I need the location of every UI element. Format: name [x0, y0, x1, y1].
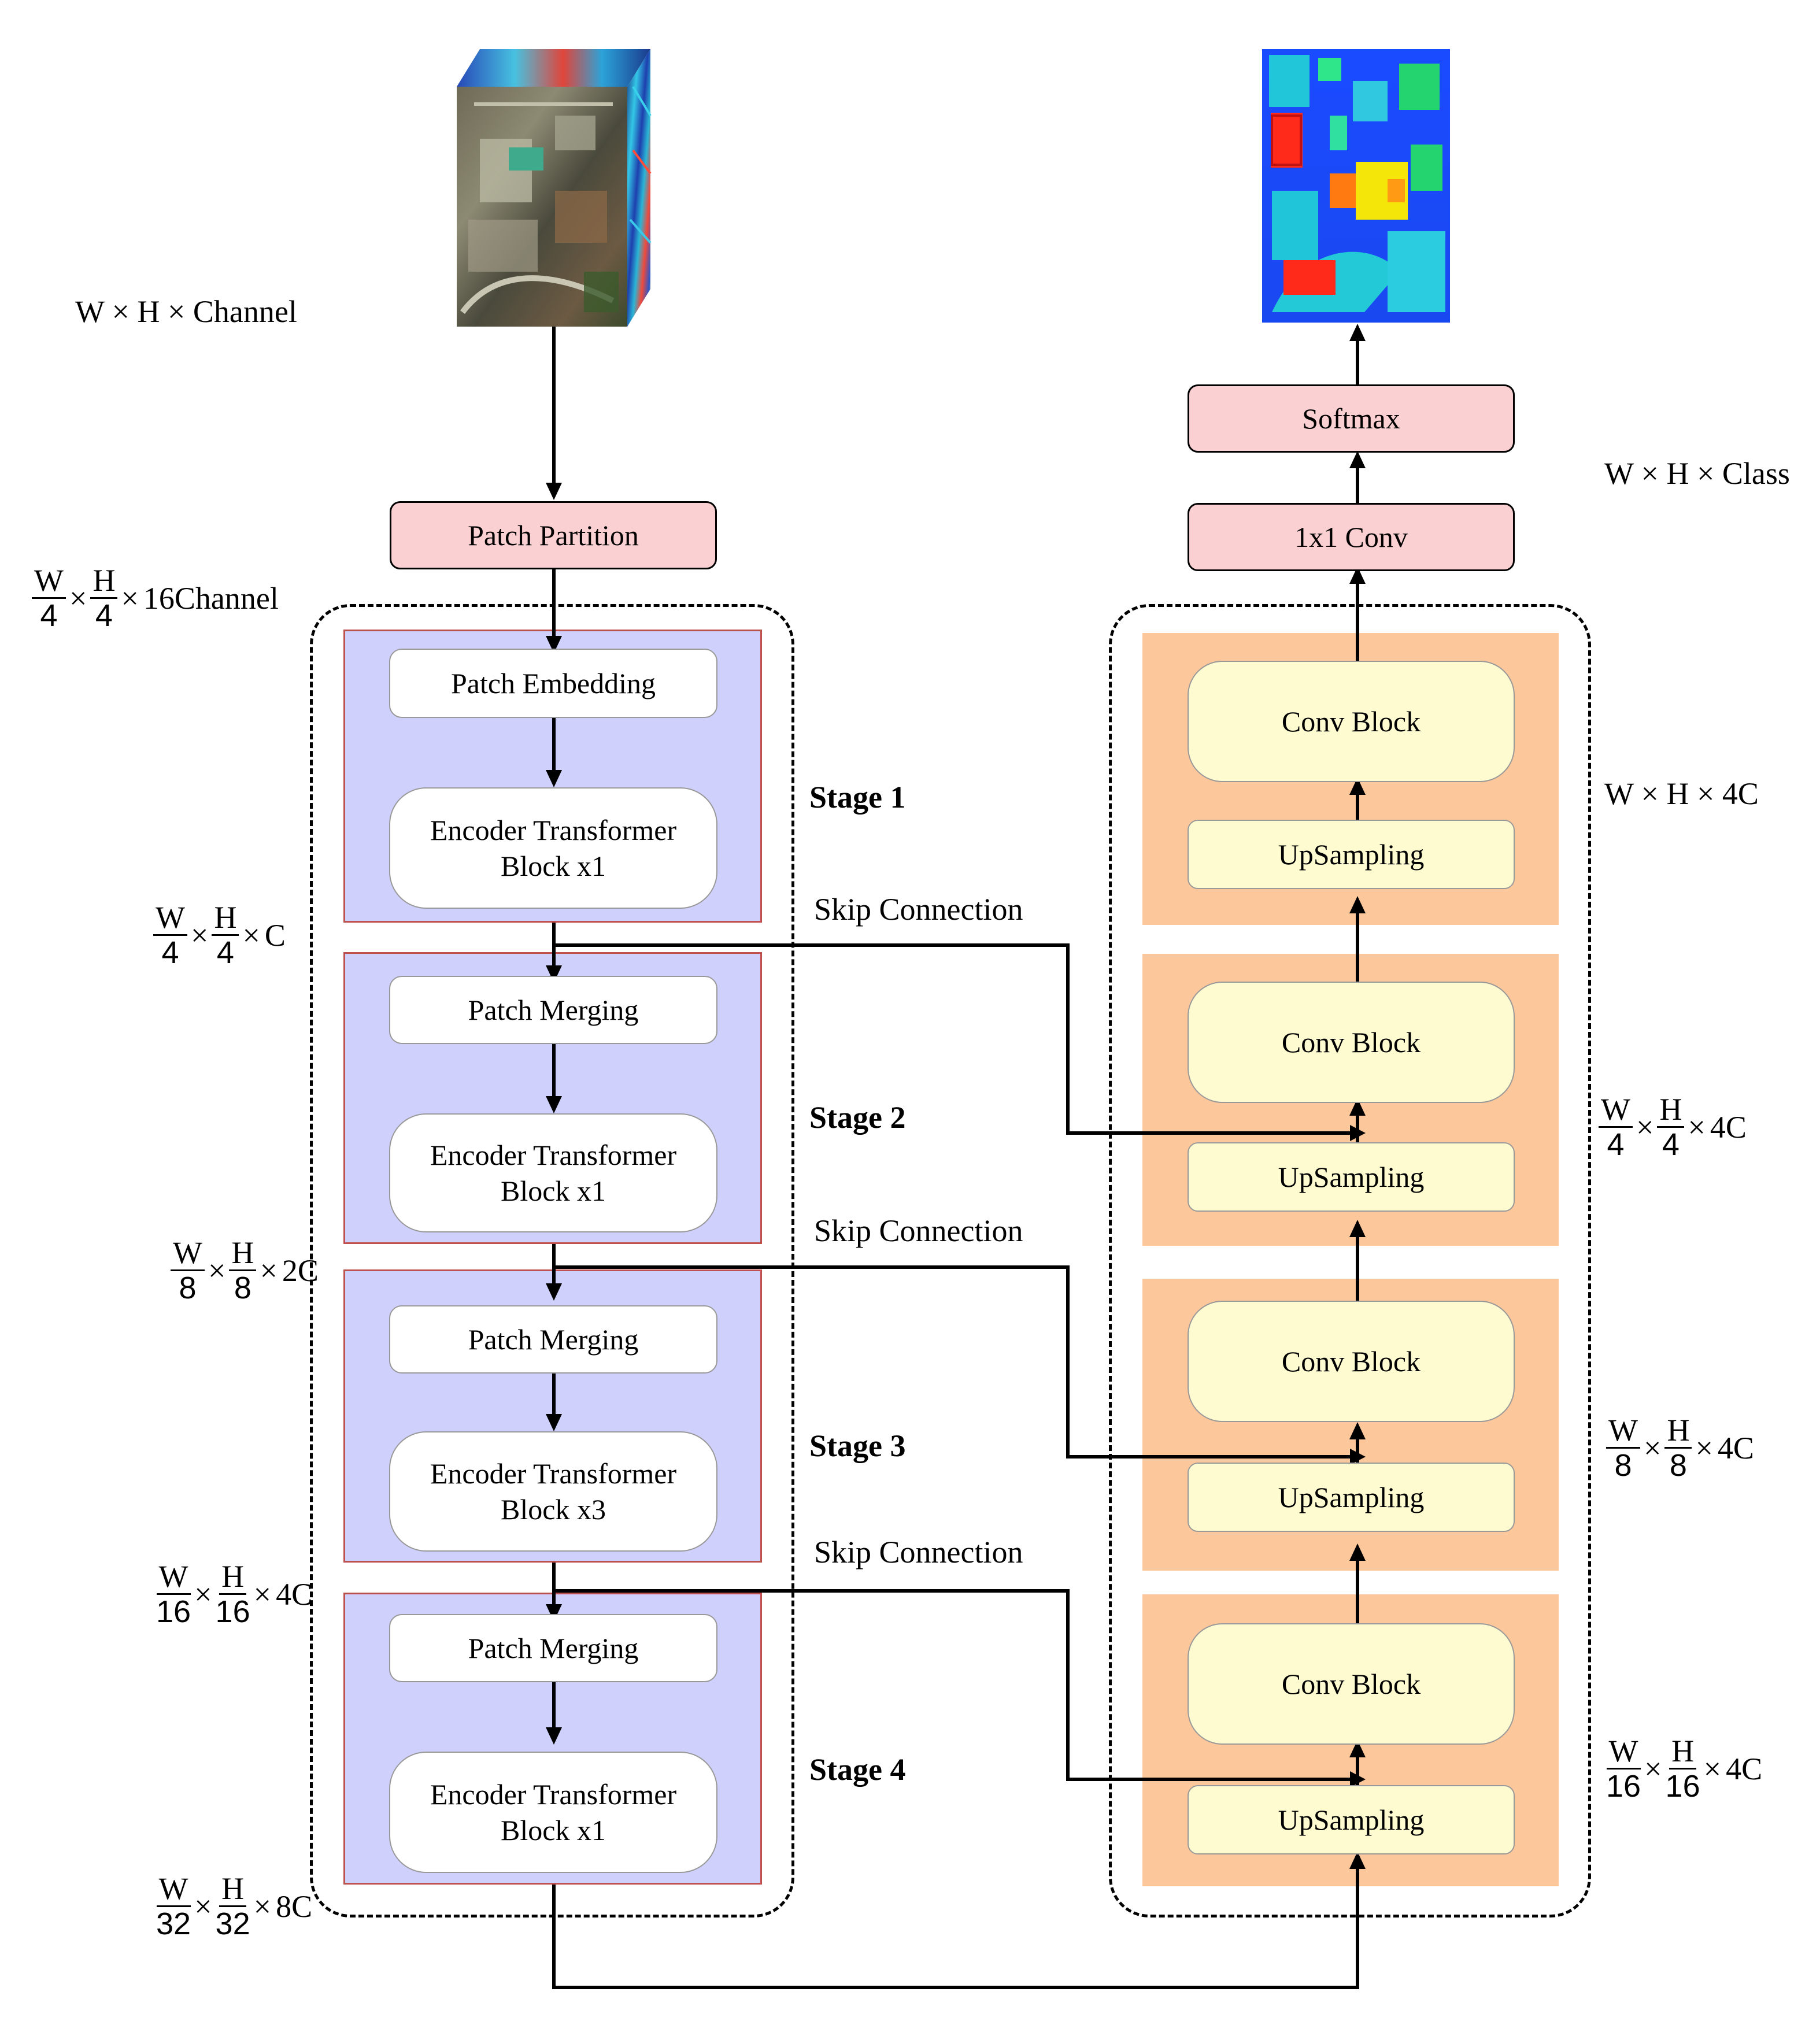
- dim-output: W × H × Class: [1604, 456, 1790, 491]
- upsampling-1-label: UpSampling: [1278, 838, 1425, 871]
- upsampling-1: UpSampling: [1188, 820, 1515, 889]
- upsampling-4-label: UpSampling: [1278, 1804, 1425, 1836]
- output-classification-map: [1262, 49, 1450, 323]
- stage-1-label: Stage 1: [809, 780, 906, 815]
- patch-merging-node-4: Patch Merging: [389, 1614, 717, 1682]
- skip-connection-label-3: Skip Connection: [814, 1535, 1023, 1569]
- stage-3-label: Stage 3: [809, 1428, 906, 1463]
- dim-decoder-1: W × H × 4C: [1604, 776, 1759, 811]
- stage-3-block-line2: Block x3: [501, 1493, 606, 1526]
- stage-4-top-label: Patch Merging: [468, 1632, 639, 1664]
- patch-merging-node-2: Patch Merging: [389, 976, 717, 1044]
- stage-1-block-line1: Encoder Transformer: [430, 814, 677, 846]
- patch-embedding-node: Patch Embedding: [389, 649, 717, 718]
- stage-1-top-label: Patch Embedding: [450, 667, 656, 699]
- stage-4-block-line2: Block x1: [501, 1814, 606, 1846]
- skip-connection-label-2: Skip Connection: [814, 1213, 1023, 1248]
- conv-block-3: Conv Block: [1188, 1301, 1515, 1422]
- patch-partition-node: Patch Partition: [390, 501, 717, 569]
- conv-block-1: Conv Block: [1188, 661, 1515, 782]
- stage-4-block-line1: Encoder Transformer: [430, 1778, 677, 1811]
- stage-4-label: Stage 4: [809, 1752, 906, 1787]
- stage-3-top-label: Patch Merging: [468, 1323, 639, 1356]
- conv1x1-label: 1x1 Conv: [1294, 521, 1408, 553]
- softmax-node: Softmax: [1188, 384, 1515, 453]
- skip-connection-label-1: Skip Connection: [814, 892, 1023, 927]
- conv1x1-node: 1x1 Conv: [1188, 503, 1515, 571]
- conv-block-3-label: Conv Block: [1281, 1345, 1421, 1378]
- upsampling-4: UpSampling: [1188, 1785, 1515, 1854]
- conv-block-2-label: Conv Block: [1281, 1026, 1421, 1058]
- conv-block-1-label: Conv Block: [1281, 705, 1421, 738]
- upsampling-2-label: UpSampling: [1278, 1161, 1425, 1193]
- upsampling-3: UpSampling: [1188, 1463, 1515, 1532]
- stage-2-block-line2: Block x1: [501, 1175, 606, 1207]
- patch-partition-label: Patch Partition: [468, 519, 639, 551]
- conv-block-2: Conv Block: [1188, 982, 1515, 1103]
- patch-merging-node-3: Patch Merging: [389, 1305, 717, 1374]
- conv-block-4-label: Conv Block: [1281, 1668, 1421, 1700]
- stage-1-block-line2: Block x1: [501, 850, 606, 882]
- stage-2-label: Stage 2: [809, 1100, 906, 1135]
- dim-input: W × H × Channel: [75, 294, 297, 329]
- upsampling-3-label: UpSampling: [1278, 1481, 1425, 1513]
- stage-3-block-line1: Encoder Transformer: [430, 1457, 677, 1490]
- softmax-label: Softmax: [1302, 402, 1400, 435]
- upsampling-2: UpSampling: [1188, 1142, 1515, 1212]
- conv-block-4: Conv Block: [1188, 1623, 1515, 1745]
- stage-2-block-line1: Encoder Transformer: [430, 1139, 677, 1171]
- stage-2-top-label: Patch Merging: [468, 994, 639, 1026]
